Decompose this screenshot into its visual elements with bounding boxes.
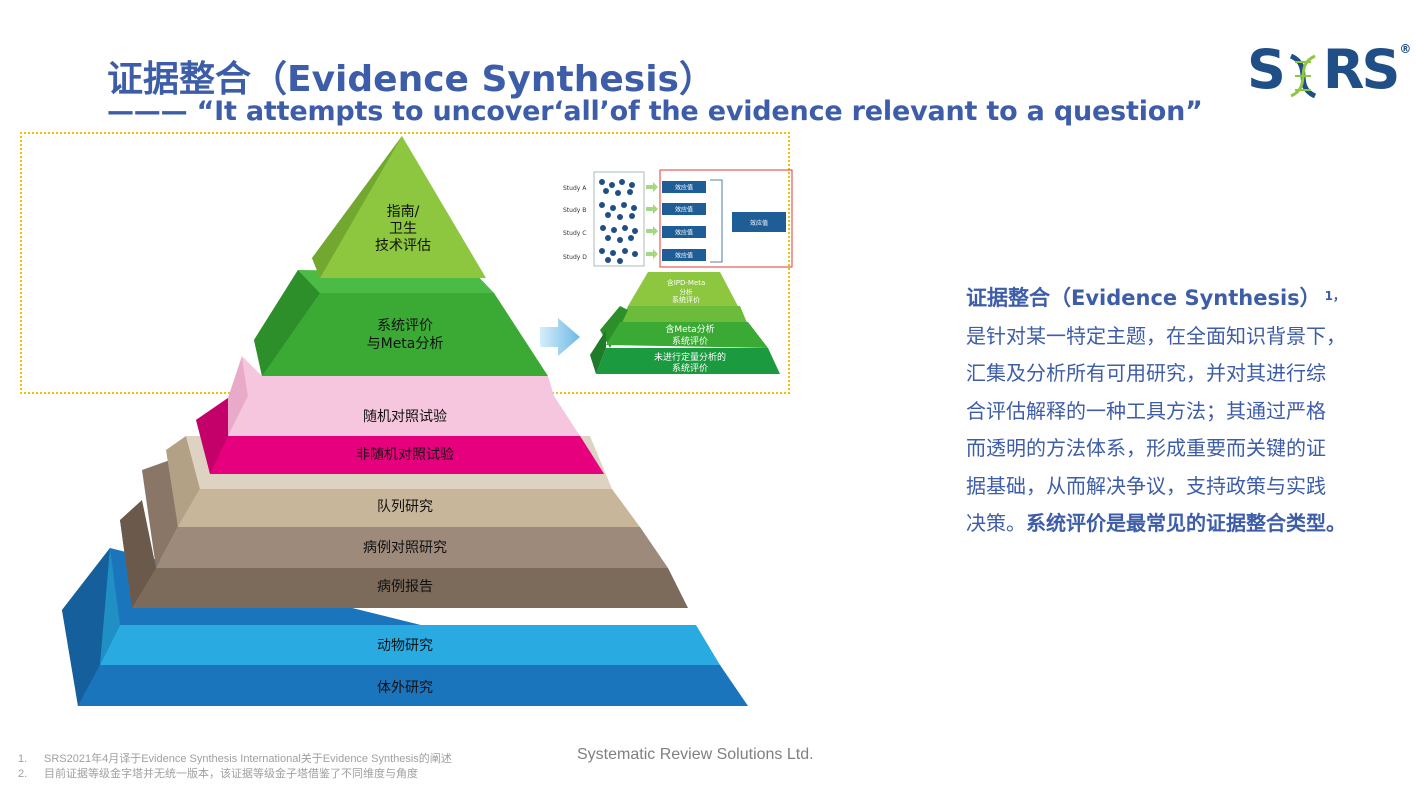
page-subtitle: ——— “It attempts to uncover‘all’of the e… — [107, 96, 1203, 127]
participant-dots — [599, 179, 638, 264]
pyramid-level-case-report: 病例报告 — [120, 500, 688, 608]
right-arrow-icon — [540, 318, 580, 356]
logo-letter-s: S — [1247, 38, 1286, 101]
page-title: 证据整合（Evidence Synthesis） — [107, 59, 715, 100]
mini-level-label: 分析 — [680, 287, 694, 296]
meta-analysis-illustration: Study A Study B Study C Study D 效应值 效应值 … — [563, 169, 793, 374]
footnote-text: SRS2021年4月译于Evidence Synthesis Internati… — [44, 753, 452, 765]
footnote-item: 1. SRS2021年4月译于Evidence Synthesis Interna… — [18, 752, 452, 767]
level-label: 队列研究 — [377, 499, 433, 515]
mini-level-label: 含Meta分析 — [665, 323, 714, 335]
meta-box — [659, 169, 793, 268]
bracket — [710, 179, 723, 263]
mini-level-label: 系统评价 — [672, 362, 708, 374]
effect-label: 效应值 — [675, 252, 693, 260]
mini-level-ipd — [628, 272, 740, 310]
dna-icon — [1283, 48, 1323, 99]
mini-level-label: 系统评价 — [672, 295, 700, 304]
footnote-marker: 1， — [1324, 289, 1346, 303]
study-label: Study D — [563, 254, 587, 261]
srs-logo: S RS ® — [1247, 38, 1411, 101]
level-label: 卫生 — [389, 221, 417, 237]
definition-panel: 证据整合（Evidence Synthesis）1， 是针对某一特定主题，在全面… — [966, 280, 1366, 543]
pyramid-level-guideline: 指南/ 卫生 技术评估 — [312, 136, 486, 278]
footnote-number: 1. — [18, 753, 28, 765]
level-label: 动物研究 — [377, 638, 433, 654]
definition-last-line: 决策。系统评价是最常见的证据整合类型。 — [966, 505, 1366, 543]
definition-emphasis: 系统评价是最常见的证据整合类型。 — [1026, 511, 1346, 535]
pyramid-level-systematic-review: 系统评价 与Meta分析 — [254, 270, 548, 376]
company-name: Systematic Review Solutions Ltd. — [577, 746, 814, 763]
level-label: 病例对照研究 — [363, 540, 447, 556]
logo-letters-rs: RS — [1322, 38, 1401, 101]
definition-line: 合评估解释的一种工具方法；其通过严格 — [966, 398, 1326, 423]
level-label: 病例报告 — [377, 579, 433, 595]
level-label: 体外研究 — [377, 680, 433, 696]
footnote-number: 2. — [18, 768, 28, 780]
definition-line-end: 决策。 — [966, 511, 1026, 535]
level-label: 技术评估 — [375, 238, 431, 254]
definition-line: 是针对某一特定主题，在全面知识背景下， — [966, 323, 1346, 348]
mini-level-label: 含IPD-Meta — [667, 278, 706, 287]
mini-level-meta — [606, 322, 768, 348]
definition-heading-text: 证据整合（Evidence Synthesis） — [966, 286, 1321, 310]
effect-label: 效应值 — [675, 229, 693, 237]
pyramid-level-animal: 动物研究 — [100, 548, 720, 665]
registered-mark: ® — [1399, 42, 1412, 56]
mini-level-qualitative — [596, 348, 780, 374]
level-label: 系统评价 — [377, 318, 433, 334]
footnote-item: 2. 目前证据等级金字塔并无统一版本，该证据等级金子塔借鉴了不同维度与角度 — [18, 767, 452, 782]
combined-effect-label: 效应值 — [750, 219, 768, 227]
definition-line: 而透明的方法体系，形成重要而关键的证 — [966, 436, 1326, 460]
mini-level-label: 系统评价 — [672, 335, 708, 347]
effect-label: 效应值 — [675, 184, 693, 192]
study-label: Study A — [563, 185, 587, 192]
level-label: 与Meta分析 — [367, 336, 444, 352]
green-arrows — [646, 182, 658, 259]
footnotes: 1. SRS2021年4月译于Evidence Synthesis Interna… — [18, 752, 452, 782]
study-label: Study B — [563, 207, 586, 214]
definition-line: 据基础，从而解决争议，支持政策与实践 — [966, 473, 1326, 498]
level-label: 随机对照试验 — [363, 409, 447, 425]
study-label: Study C — [563, 230, 586, 237]
footnote-text: 目前证据等级金字塔并无统一版本，该证据等级金子塔借鉴了不同维度与角度 — [44, 768, 418, 780]
definition-line: 汇集及分析所有可用研究，并对其进行综 — [966, 361, 1326, 385]
mini-level-label: 未进行定量分析的 — [654, 351, 726, 363]
level-label: 非随机对照试验 — [356, 447, 454, 463]
definition-heading: 证据整合（Evidence Synthesis）1， — [966, 280, 1366, 318]
pyramid-level-case-control: 病例对照研究 — [142, 460, 668, 568]
level-label: 指南/ — [387, 204, 420, 220]
effect-label: 效应值 — [675, 206, 693, 214]
